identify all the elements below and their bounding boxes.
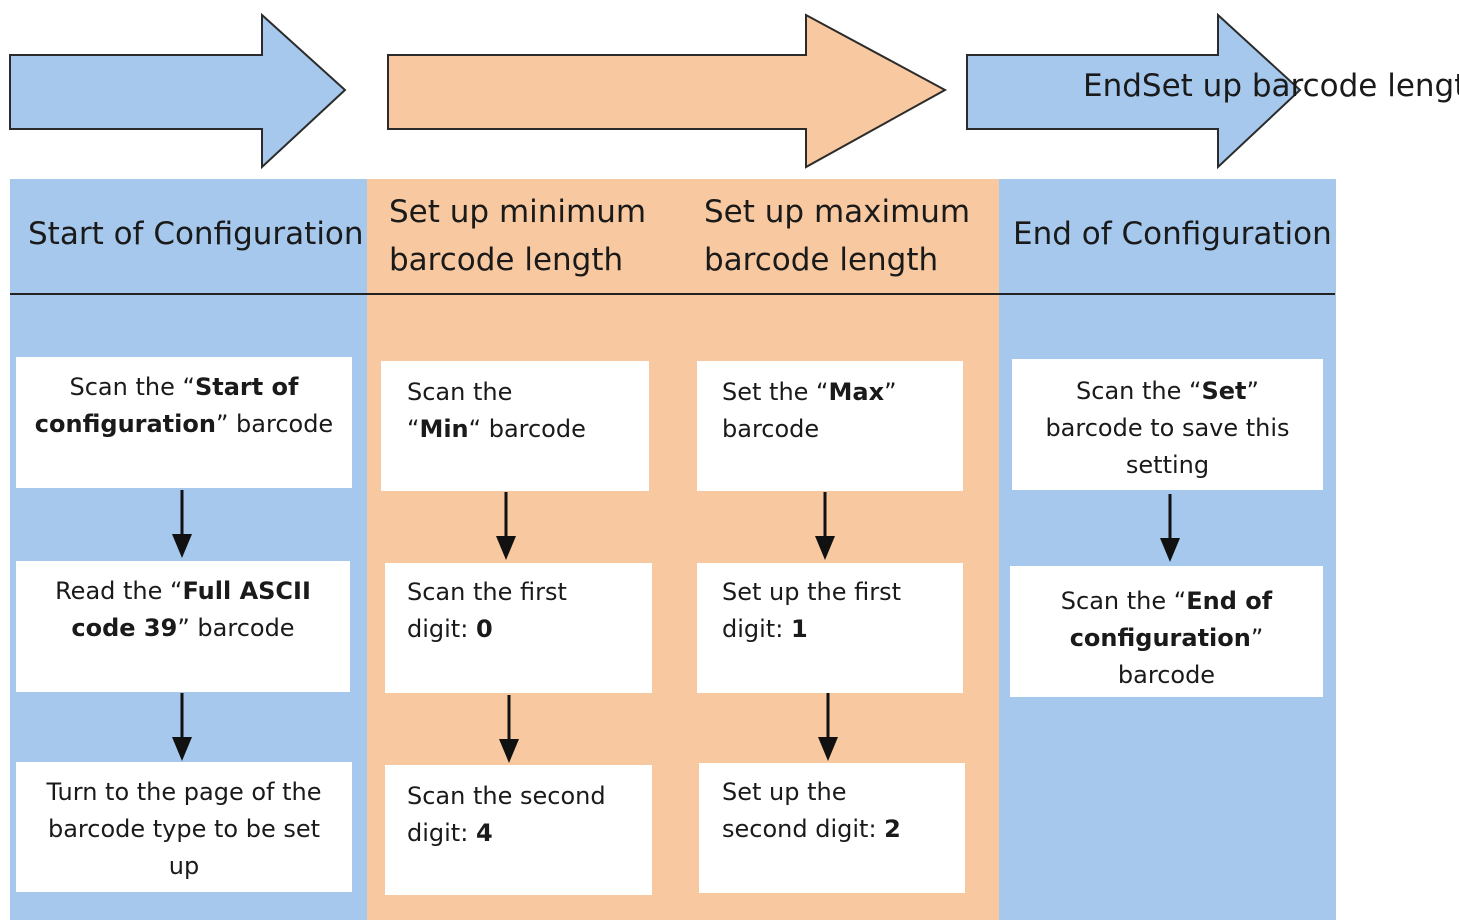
down-arrow-icon [172,693,192,761]
down-arrow-icon [1160,494,1180,562]
step-text-line: Scan the [407,374,649,411]
step-box: Set the “Max” barcode [697,361,963,491]
step-box: Scan the “Min“ barcode [381,361,649,491]
step-text-bold: Set [1201,377,1247,405]
step-text: Scan the “ [1076,377,1202,405]
step-text: barcode [722,415,820,443]
step-text-line: setting [1012,447,1323,484]
step-text: ” [884,378,897,406]
phase-arrow-setup [387,13,948,169]
step-box: Set up the second digit: 2 [699,763,965,893]
step-box: Scan the “Set” barcode to save this settin… [1012,359,1323,490]
step-text-line: Scan the “End of [1010,583,1323,620]
step-text: Scan the second [407,782,606,810]
step-text: Read the “ [55,577,183,605]
step-box: Scan the first digit: 0 [385,563,652,693]
step-text-line: Scan the second [407,778,652,815]
step-text: “ [407,415,420,443]
step-text: ” [1250,624,1264,652]
step-text: ” [1246,377,1259,405]
step-text-line: code 39” barcode [16,610,350,647]
step-text: second digit: [722,815,885,843]
step-text-bold: Min [419,415,469,443]
step-text-bold: configuration [34,410,216,438]
step-text-line: Scan the “Set” [1012,373,1323,410]
column-title-min: Set up minimum barcode length [389,194,647,278]
down-arrow-icon [815,492,835,560]
banner-text: EndSet up barcode lengt [1083,68,1459,104]
step-box: Set up the first digit: 1 [697,563,963,693]
step-text-line: configuration” [1010,620,1323,657]
step-text: setting [1125,451,1210,479]
step-text-bold: configuration [1069,624,1251,652]
step-text-bold: 4 [475,819,493,847]
step-text-line: second digit: 2 [722,811,965,848]
step-text: Set the “ [722,378,829,406]
step-box: Turn to the page of the barcode type to b… [16,762,352,892]
down-arrow-icon [496,492,516,560]
step-text: Set up the first [722,578,902,606]
step-text-bold: code 39 [71,614,178,642]
step-text-line: digit: 1 [722,611,963,648]
step-text-line: Scan the “Start of [16,369,352,406]
step-text-line: Turn to the page of the [16,774,352,811]
step-text: barcode type to be set [47,815,321,843]
step-text-bold: 1 [790,615,808,643]
step-text-bold: Start of [194,373,299,401]
step-text: Set up the [722,778,847,806]
step-text: ” barcode [215,410,334,438]
step-box: Scan the second digit: 4 [385,765,652,895]
column-title-max: Set up maximum barcode length [704,194,971,278]
step-text: Scan the “ [1060,587,1187,615]
step-text-line: configuration” barcode [16,406,352,443]
step-text: Scan the “ [69,373,195,401]
step-text-line: barcode [1010,657,1323,694]
header-divider [10,293,1335,295]
step-text: Scan the [407,378,513,406]
step-text-bold: Full ASCII [182,577,311,605]
step-text: ” barcode [177,614,295,642]
phase-arrows [9,12,1302,170]
step-text: Turn to the page of the [46,778,322,806]
step-text: barcode [1117,661,1216,689]
step-text: digit: [407,615,476,643]
down-arrow-icon [499,695,519,763]
down-arrow-icon [172,490,192,558]
step-text-line: “Min“ barcode [407,411,649,448]
phase-arrow-end [966,12,1302,170]
column-title-end: End of Configuration [1013,216,1332,252]
step-text-line: Set the “Max” [722,374,963,411]
step-text-bold: 2 [884,815,901,843]
step-text: up [168,852,200,880]
step-text: digit: [407,819,476,847]
step-text-line: up [16,848,352,885]
step-text-line: Scan the first [407,574,652,611]
step-text-line: Set up the [722,774,965,811]
down-arrow-icon [818,693,838,761]
step-text-line: digit: 0 [407,611,652,648]
step-text-line: barcode [722,411,963,448]
step-text-line: digit: 4 [407,815,652,852]
phase-arrow-start [9,12,347,170]
step-text-bold: End of [1186,587,1273,615]
column-title-start: Start of Configuration [28,216,364,252]
step-text-line: barcode type to be set [16,811,352,848]
step-text: barcode to save this [1045,414,1290,442]
step-text-line: barcode to save this [1012,410,1323,447]
step-text-bold: 0 [475,615,493,643]
step-text: Scan the first [407,578,567,606]
step-text: digit: [722,615,791,643]
step-text-line: Set up the first [722,574,963,611]
step-text: “ barcode [468,415,586,443]
step-text-bold: Max [828,378,885,406]
step-text-line: Read the “Full ASCII [16,573,350,610]
